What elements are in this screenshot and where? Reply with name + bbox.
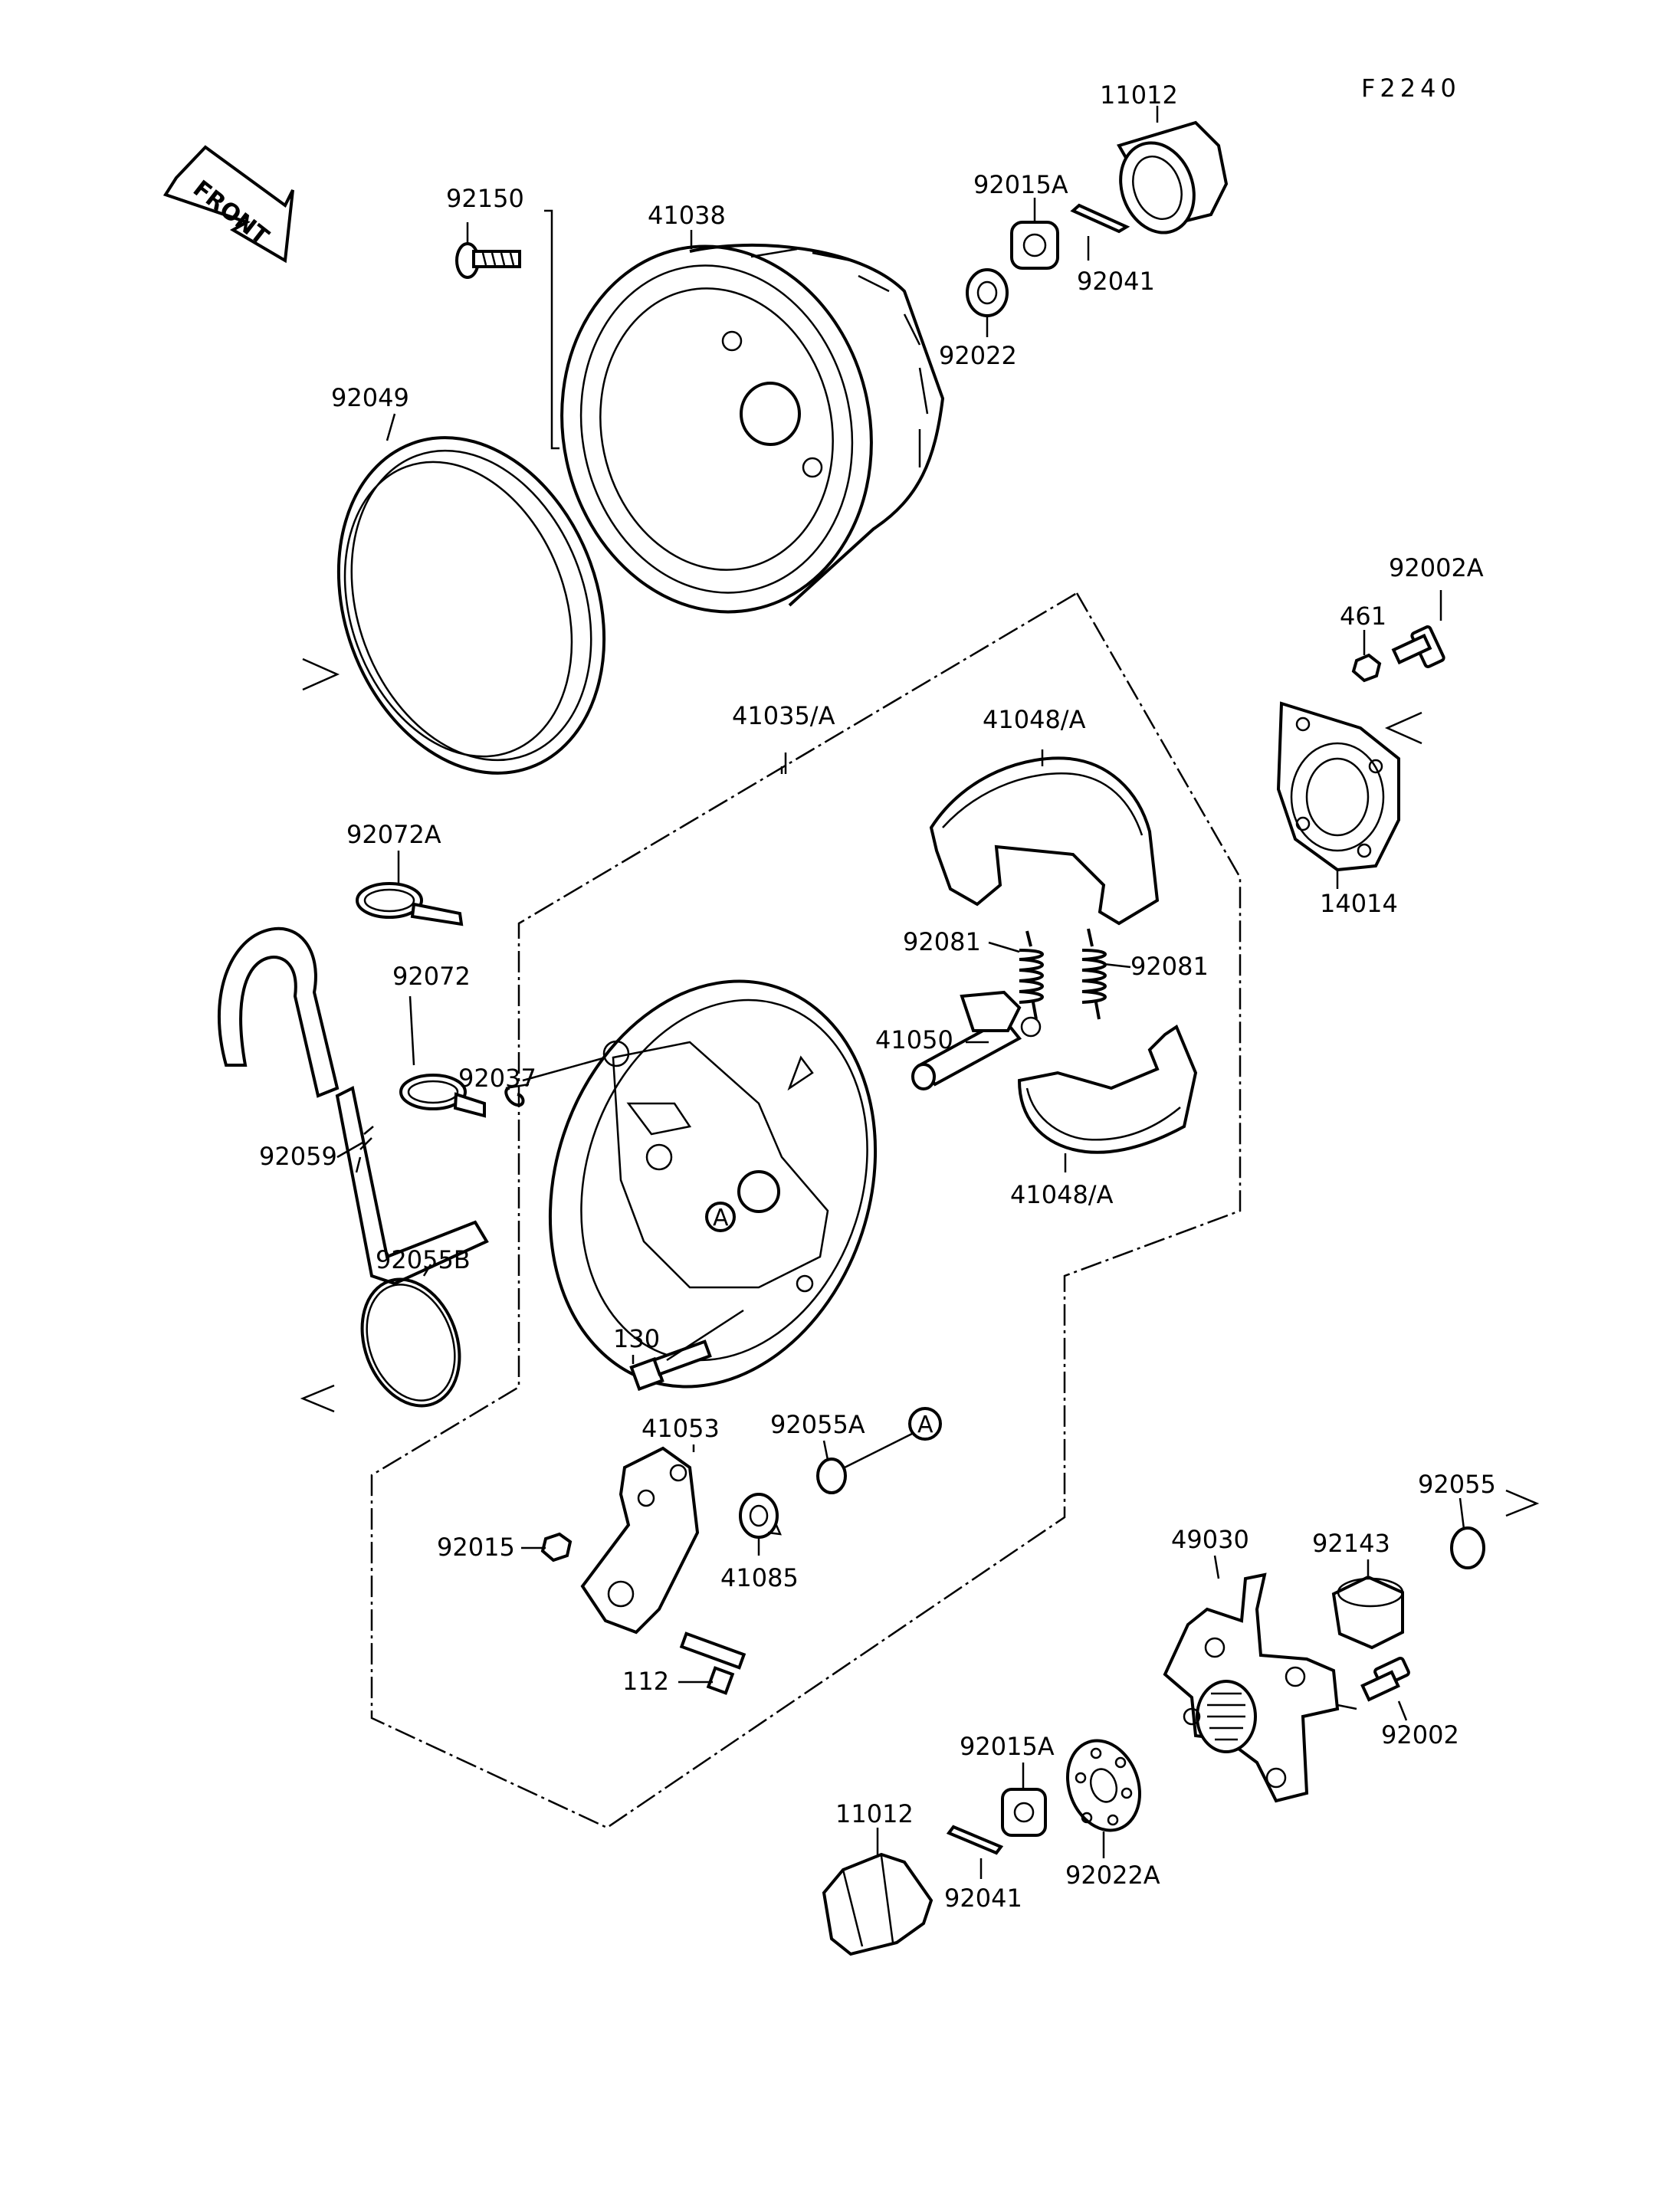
clip-92037 [504,1087,525,1107]
label-92041-bottom: 92041 [944,1884,1022,1913]
brake-shoe-top [929,756,1160,926]
label-14014: 14014 [1320,889,1398,918]
brake-shoe-bottom [1017,1024,1198,1154]
label-92055B: 92055B [376,1245,471,1274]
label-92022: 92022 [939,341,1017,370]
label-112: 112 [622,1667,669,1696]
label-41038: 41038 [648,201,726,230]
label-92041-top: 92041 [1077,267,1155,296]
brake-drum [560,243,945,614]
label-92015A-top: 92015A [973,170,1068,199]
label-92081-right: 92081 [1130,952,1209,981]
label-49030: 49030 [1171,1525,1249,1554]
assembly-outline [370,592,1242,1829]
label-92055A: 92055A [770,1410,865,1439]
bearing-plate-14014 [1276,701,1400,872]
cotter-pin-bottom [946,1825,1004,1855]
seal-41085 [739,1493,783,1539]
circle-marker-small [908,1407,942,1441]
label-92081-left: 92081 [903,927,981,956]
label-41048A-top: 41048/A [983,705,1086,734]
label-41035A: 41035/A [732,701,835,730]
washer-92022A [1065,1739,1142,1832]
label-11012-bottom: 11012 [835,1799,914,1828]
collar-92143 [1331,1575,1404,1650]
leader-lines [336,106,1465,1879]
hose-clamp-92072 [399,1074,486,1118]
label-92015: 92015 [437,1533,515,1562]
label-92055: 92055 [1418,1470,1496,1499]
nut-461 [1351,653,1382,683]
figure-code: F2240 [1361,74,1461,103]
spring-right [1081,928,1107,1020]
label-41085: 41085 [720,1563,799,1592]
castle-nut-top [1010,221,1059,270]
bolt-92002 [1360,1656,1410,1702]
oring-92055A [816,1458,847,1494]
label-92150: 92150 [446,184,524,213]
nut-92015 [540,1532,573,1562]
circle-marker-panel-text: A [713,1205,729,1231]
label-92002A: 92002A [1389,553,1484,582]
label-41050: 41050 [875,1025,953,1054]
circle-marker-small-text: A [917,1412,934,1438]
label-92143: 92143 [1312,1529,1390,1558]
label-92059: 92059 [259,1142,337,1171]
cap-bottom [822,1852,934,1956]
oring-92055B [360,1277,461,1408]
cap-top [1117,120,1229,234]
label-92022A: 92022A [1065,1861,1160,1890]
front-arrow-icon: FRONT [162,145,294,264]
oring-92055 [1450,1526,1485,1569]
label-92072: 92072 [392,962,471,991]
seal-ring-92049 [336,436,606,775]
label-92002: 92002 [1381,1720,1459,1749]
bolt-92002A [1391,625,1445,668]
label-92037: 92037 [458,1064,536,1093]
bolt-130 [629,1340,712,1392]
label-92015A-bottom: 92015A [960,1732,1055,1761]
label-41053: 41053 [641,1414,720,1443]
camshaft-41050 [911,990,1042,1090]
hose-clamp-92072A [356,882,464,926]
castle-nut-bottom [1001,1788,1047,1837]
hub-49030 [1163,1572,1340,1803]
label-92049: 92049 [331,383,409,412]
label-92072A: 92072A [346,820,441,849]
label-11012-top: 11012 [1100,80,1178,110]
circle-marker-panel [705,1202,736,1232]
breather-hose-top [217,926,340,1098]
brake-panel [548,979,878,1389]
label-130: 130 [613,1324,660,1353]
breather-hose-bottom [335,1086,489,1286]
label-41048A-bottom: 41048/A [1010,1180,1114,1209]
spring-left [1019,930,1044,1020]
washer-92022 [966,268,1009,317]
brake-lever-41053 [580,1446,700,1635]
cotter-pin-top [1070,203,1130,234]
bolt-112 [679,1631,746,1695]
bolt-92150 [455,242,521,279]
label-461: 461 [1340,602,1386,631]
